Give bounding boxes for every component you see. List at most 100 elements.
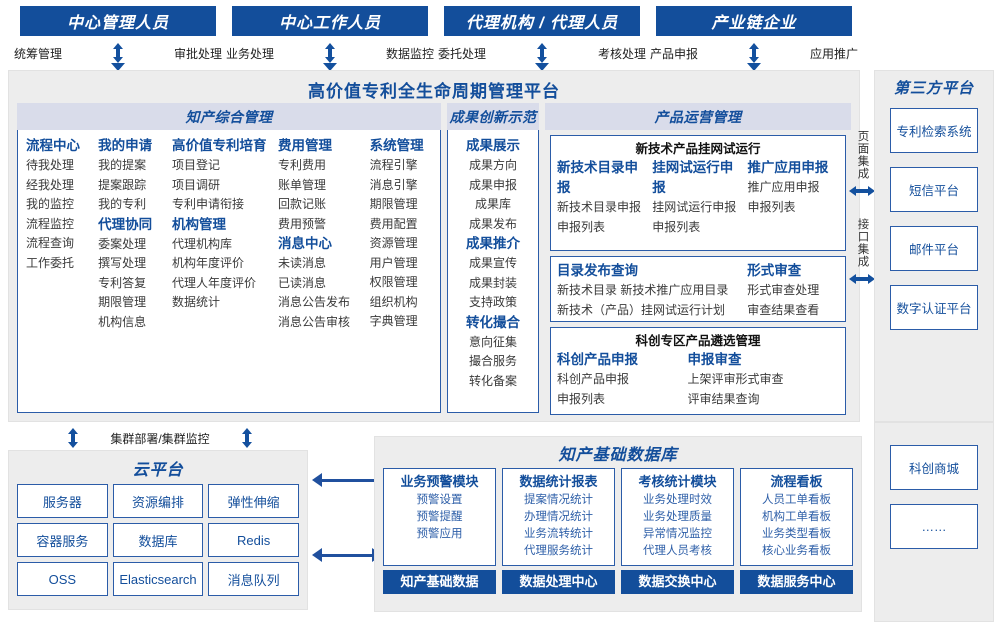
menu-item[interactable]: 已读消息 <box>277 275 326 290</box>
menu-item[interactable]: 申报列表 <box>747 199 796 214</box>
menu-item[interactable]: 未读消息 <box>277 256 326 270</box>
menu-item[interactable]: 费用预警 <box>277 216 326 231</box>
menu-head[interactable]: 费用管理 <box>277 138 332 153</box>
menu-item[interactable]: 回款记账 <box>277 197 326 211</box>
menu-item[interactable]: 账单管理 <box>277 177 326 192</box>
menu-head[interactable]: 高价值专利培育 <box>172 138 267 153</box>
cloud-item-7[interactable]: Elasticsearch <box>112 562 204 596</box>
menu-item[interactable]: 我的监控 <box>26 197 75 211</box>
kb-footer-3[interactable]: 数据服务中心 <box>740 570 853 594</box>
menu-item[interactable]: 字典管理 <box>369 314 418 328</box>
menu-item[interactable]: 流程引擎 <box>369 158 418 172</box>
menu-item[interactable]: 上架评审形式审查 <box>687 372 784 386</box>
role-bar-0[interactable]: 中心管理人员 <box>20 6 216 36</box>
menu-item[interactable]: 挂网试运行申报 <box>652 200 737 214</box>
menu-item[interactable]: 经我处理 <box>26 177 75 192</box>
menu-item[interactable]: 成果封装 <box>468 275 517 290</box>
menu-item[interactable]: 科创产品申报 <box>557 372 630 386</box>
kb-item[interactable]: 代理服务统计 <box>524 545 593 557</box>
menu-item[interactable]: 代理人年度评价 <box>172 275 257 290</box>
menu-head[interactable]: 成果展示 <box>466 138 520 153</box>
menu-item[interactable]: 评审结果查询 <box>687 391 760 406</box>
menu-item[interactable]: 组织机构 <box>369 294 418 309</box>
menu-item[interactable]: 机构年度评价 <box>172 256 245 270</box>
menu-item[interactable]: 审查结果查看 <box>747 302 820 317</box>
menu-head[interactable]: 流程中心 <box>26 138 80 153</box>
menu-item[interactable]: 项目调研 <box>172 177 221 192</box>
kb-item[interactable]: 办理情况统计 <box>524 511 593 523</box>
kb-item[interactable]: 代理人员考核 <box>643 545 712 557</box>
kb-item[interactable]: 提案情况统计 <box>524 494 593 506</box>
kb-item[interactable]: 异常情况监控 <box>643 528 712 540</box>
menu-item[interactable]: 形式审查处理 <box>747 283 820 297</box>
menu-head[interactable]: 科创产品申报 <box>557 352 638 367</box>
menu-head[interactable]: 我的申请 <box>98 138 153 153</box>
menu-item[interactable]: 用户管理 <box>369 255 418 270</box>
menu-item[interactable]: 消息引擎 <box>369 177 418 192</box>
menu-head[interactable]: 申报审查 <box>687 352 742 367</box>
cloud-item-0[interactable]: 服务器 <box>17 484 108 518</box>
cloud-item-8[interactable]: 消息队列 <box>208 562 299 596</box>
third-party-item-5[interactable]: …… <box>890 504 978 549</box>
cloud-item-5[interactable]: Redis <box>208 523 299 557</box>
menu-item[interactable]: 项目登记 <box>172 158 221 172</box>
menu-item[interactable]: 成果库 <box>474 197 511 211</box>
menu-item[interactable]: 申报列表 <box>557 391 606 406</box>
menu-head[interactable]: 消息中心 <box>277 236 332 251</box>
menu-item[interactable]: 转化备案 <box>468 373 517 388</box>
menu-item[interactable]: 申报列表 <box>652 219 701 234</box>
menu-item[interactable]: 推广应用申报 <box>747 180 820 194</box>
menu-item[interactable]: 成果发布 <box>468 216 517 231</box>
cloud-item-6[interactable]: OSS <box>17 562 108 596</box>
menu-item[interactable]: 专利费用 <box>277 158 326 172</box>
menu-head[interactable]: 代理协同 <box>98 216 153 232</box>
menu-item[interactable]: 数据统计 <box>172 295 221 309</box>
third-party-item-1[interactable]: 短信平台 <box>890 167 978 212</box>
cloud-item-2[interactable]: 弹性伸缩 <box>208 484 299 518</box>
menu-head[interactable]: 转化撮合 <box>466 314 520 330</box>
kb-item[interactable]: 预警应用 <box>416 528 463 540</box>
role-bar-2[interactable]: 代理机构 / 代理人员 <box>444 6 640 36</box>
third-party-item-3[interactable]: 数字认证平台 <box>890 285 978 330</box>
menu-head[interactable]: 推广应用申报 <box>747 160 829 175</box>
menu-head[interactable]: 机构管理 <box>172 216 226 232</box>
menu-item[interactable]: 意向征集 <box>468 334 517 349</box>
menu-item[interactable]: 消息公告审核 <box>277 314 350 329</box>
menu-item[interactable]: 新技术（产品）挂网试运行计划 <box>557 302 726 317</box>
kb-item[interactable]: 业务处理时效 <box>643 494 712 506</box>
menu-item[interactable]: 待我处理 <box>26 158 75 172</box>
menu-head[interactable]: 形式审查 <box>747 263 802 278</box>
kb-item[interactable]: 机构工单看板 <box>762 511 831 523</box>
kb-footer-2[interactable]: 数据交换中心 <box>621 570 734 594</box>
kb-item[interactable]: 业务流转统计 <box>524 528 593 540</box>
menu-item[interactable]: 专利申请衔接 <box>172 197 245 211</box>
menu-head[interactable]: 目录发布查询 <box>557 263 638 278</box>
third-party-item-2[interactable]: 邮件平台 <box>890 226 978 271</box>
kb-item[interactable]: 预警设置 <box>416 494 463 506</box>
kb-item[interactable]: 核心业务看板 <box>762 545 831 557</box>
kb-footer-1[interactable]: 数据处理中心 <box>502 570 615 594</box>
menu-item[interactable]: 期限管理 <box>98 295 147 309</box>
menu-item[interactable]: 期限管理 <box>369 197 418 211</box>
kb-footer-0[interactable]: 知产基础数据 <box>383 570 496 594</box>
role-bar-1[interactable]: 中心工作人员 <box>232 6 428 36</box>
kb-item[interactable]: 人员工单看板 <box>762 494 831 506</box>
menu-item[interactable]: 工作委托 <box>26 255 75 270</box>
kb-item[interactable]: 业务类型看板 <box>762 528 831 540</box>
cloud-item-4[interactable]: 数据库 <box>112 523 204 557</box>
menu-item[interactable]: 支持政策 <box>468 295 517 309</box>
kb-item[interactable]: 业务处理质量 <box>643 511 712 523</box>
menu-item[interactable]: 我的专利 <box>98 197 147 211</box>
third-party-item-4[interactable]: 科创商城 <box>890 445 978 490</box>
menu-item[interactable]: 费用配置 <box>369 216 418 231</box>
menu-head[interactable]: 挂网试运行申报 <box>652 160 734 195</box>
menu-item[interactable]: 提案跟踪 <box>98 177 147 192</box>
menu-item[interactable]: 流程查询 <box>26 236 75 250</box>
cloud-item-1[interactable]: 资源编排 <box>112 484 204 518</box>
menu-item[interactable]: 撰写处理 <box>98 256 147 270</box>
menu-head[interactable]: 系统管理 <box>369 138 424 153</box>
menu-item[interactable]: 成果宣传 <box>468 256 517 270</box>
menu-item[interactable]: 新技术目录申报 <box>557 200 642 214</box>
menu-item[interactable]: 专利答复 <box>98 275 147 290</box>
menu-item[interactable]: 代理机构库 <box>172 236 233 251</box>
